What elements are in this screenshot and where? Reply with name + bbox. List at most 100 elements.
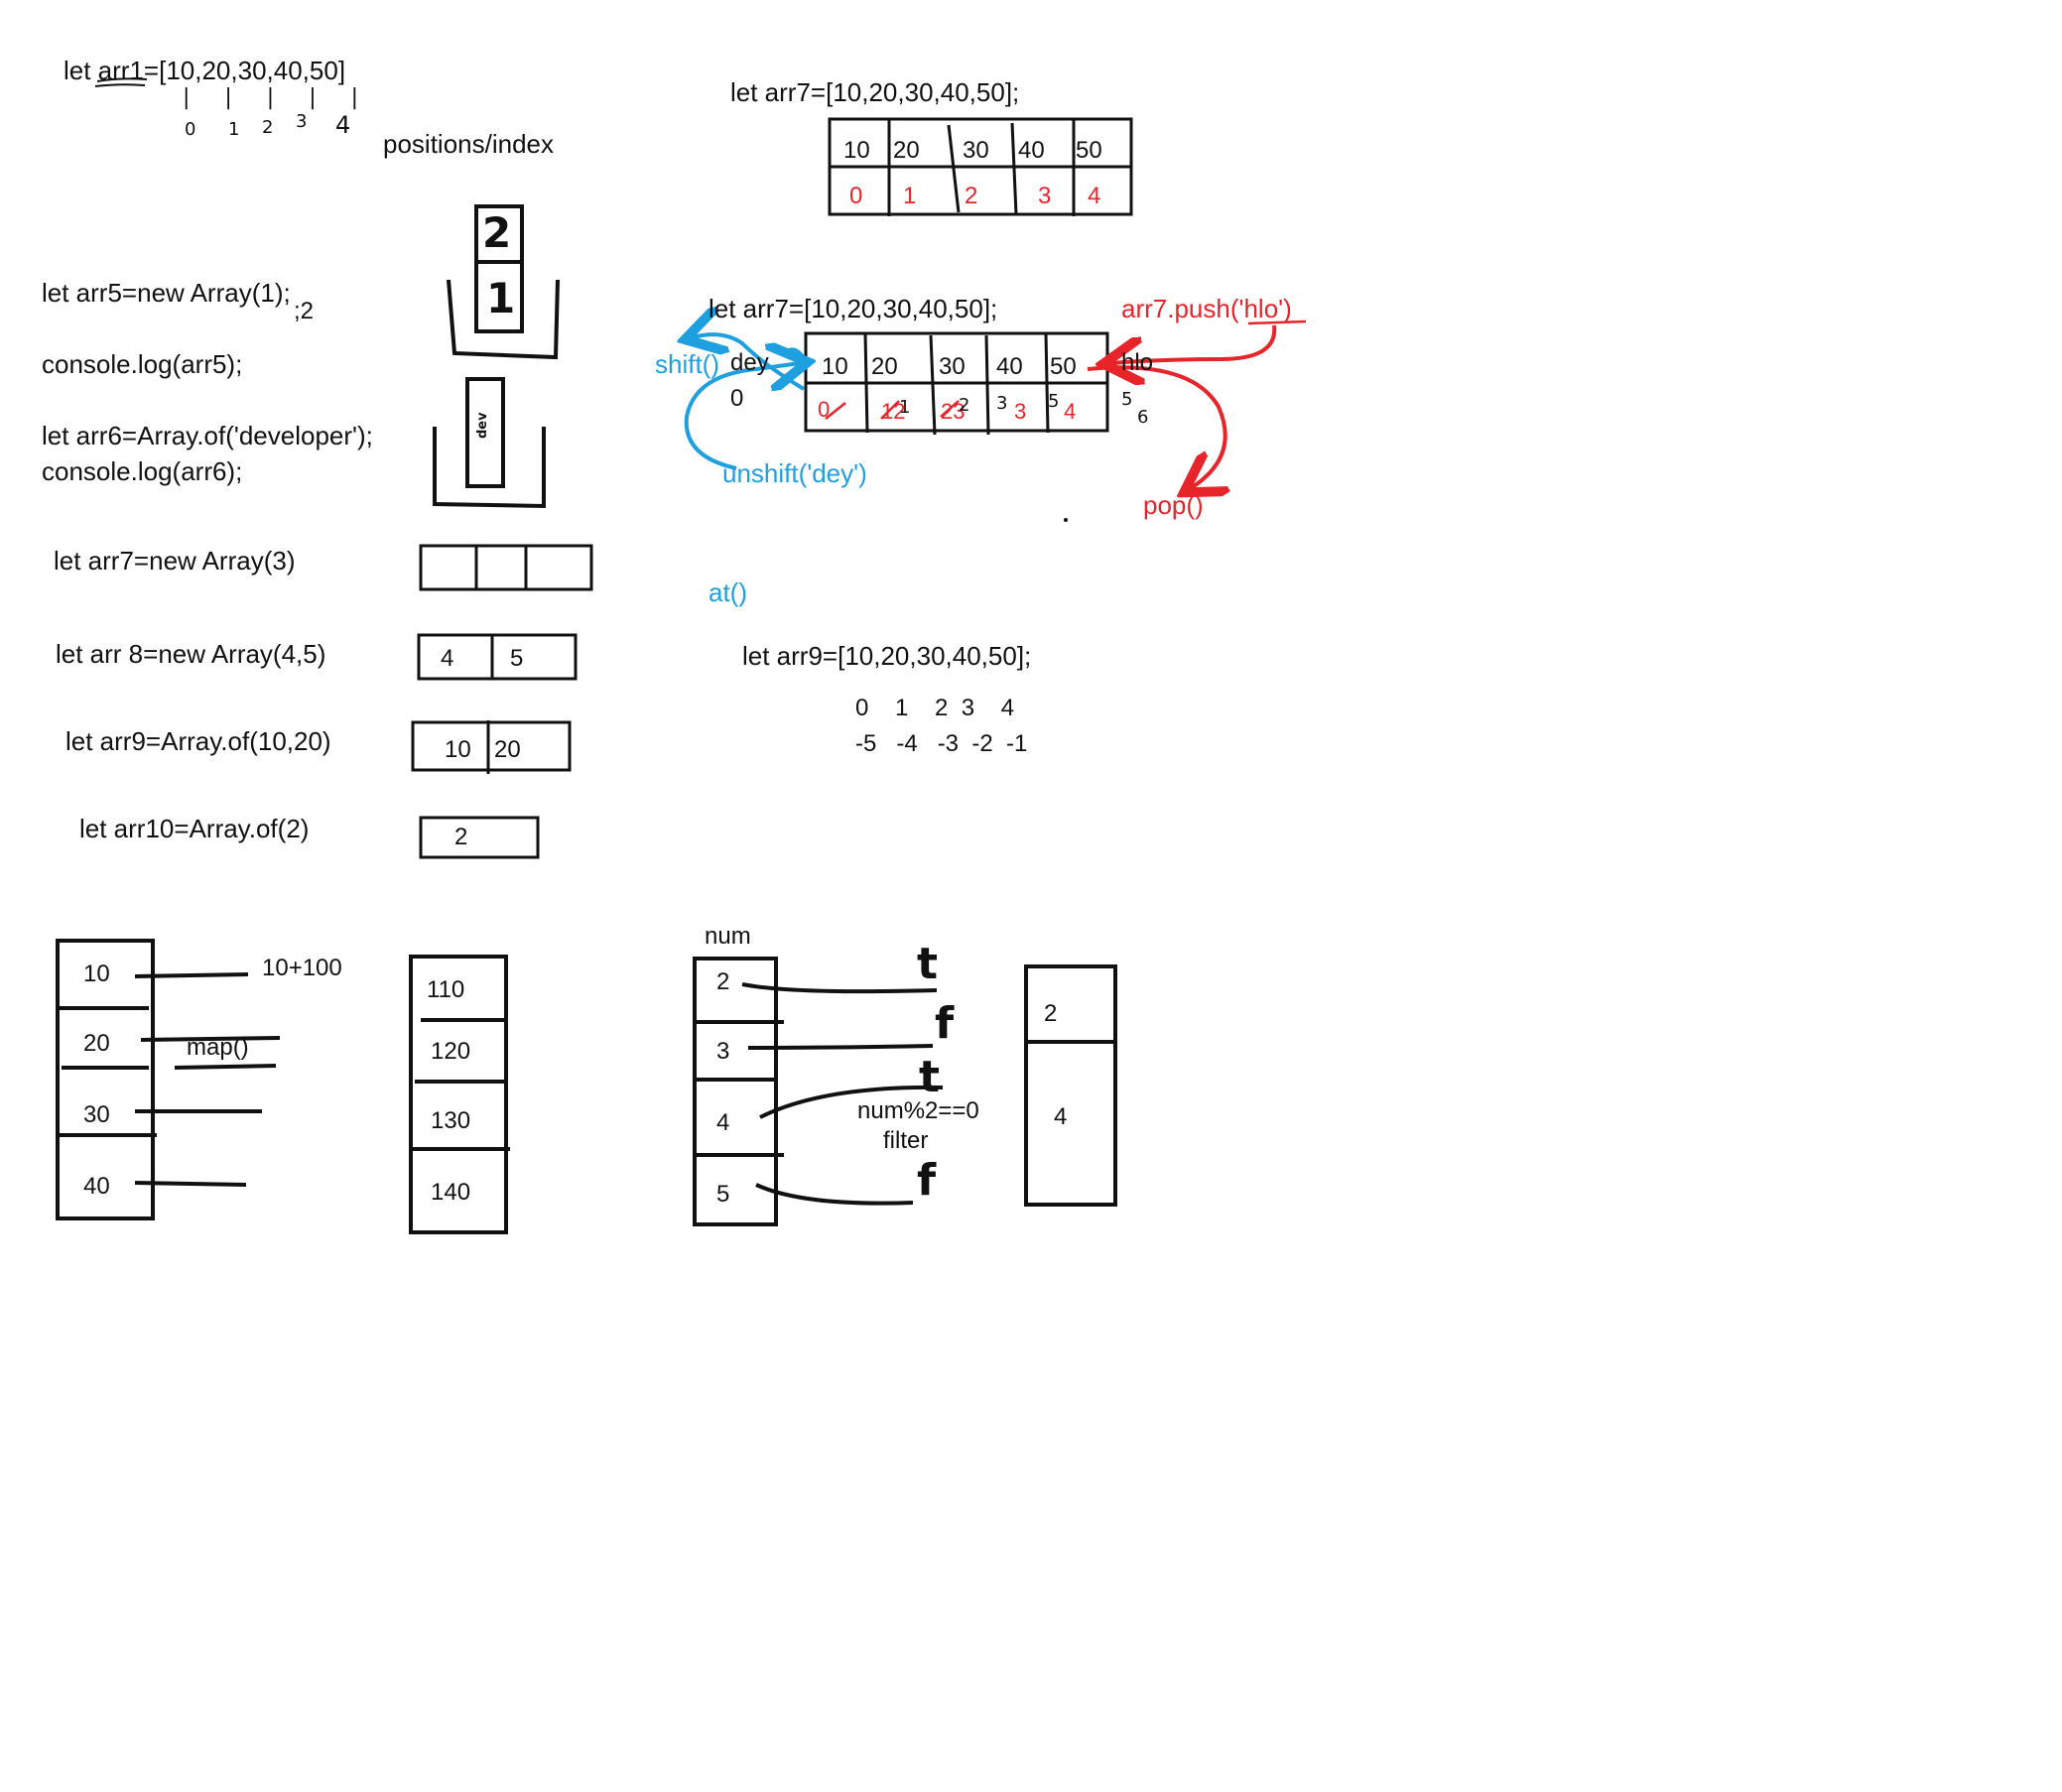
stack-bottom-value: 1 xyxy=(486,274,516,322)
top-value-3: 40 xyxy=(1018,137,1045,164)
arr8-cell-1: 5 xyxy=(510,645,524,672)
unshift-index-0: 0 xyxy=(730,385,744,412)
top-index-2: 2 xyxy=(965,183,978,209)
arr6-console-log: console.log(arr6); xyxy=(42,456,243,486)
mid-old-index-3: 3 xyxy=(996,393,1008,414)
stack-vertical-text: dev xyxy=(475,412,490,439)
arr1-index-2: 2 xyxy=(262,117,274,138)
map-method-label: map() xyxy=(187,1034,249,1061)
map-output-1: 120 xyxy=(431,1038,471,1065)
top-array-label: let arr7=[10,20,30,40,50]; xyxy=(730,77,1020,107)
top-value-0: 10 xyxy=(843,137,870,164)
filter-mark-false-5: f xyxy=(917,1155,937,1206)
arr5-declaration: let arr5=new Array(1); xyxy=(42,278,291,308)
mid-value-0: 10 xyxy=(822,353,848,380)
map-connectors xyxy=(134,972,281,1187)
mid-value-3: 40 xyxy=(996,353,1023,380)
shift-label: shift() xyxy=(655,349,719,379)
filter-output-1: 4 xyxy=(1054,1103,1068,1130)
mid-array-label: let arr7=[10,20,30,40,50]; xyxy=(709,294,998,323)
arr9-cell-1: 20 xyxy=(494,736,521,763)
mid-index-1: 12 xyxy=(881,399,906,424)
map-input-column xyxy=(56,939,157,1220)
pop-arrow xyxy=(1087,365,1225,488)
filter-mark-true-4: t xyxy=(919,1052,941,1102)
filter-input-column xyxy=(693,957,784,1226)
push-arrow xyxy=(1111,324,1277,363)
arr6-declaration: let arr6=Array.of('developer'); xyxy=(42,421,373,450)
top-value-1: 20 xyxy=(893,137,920,164)
unshifted-dey-value: dey xyxy=(730,349,769,376)
map-input-3: 40 xyxy=(83,1173,110,1200)
top-value-2: 30 xyxy=(963,137,989,164)
top-index-3: 3 xyxy=(1038,183,1052,209)
arr1-index-4: 4 xyxy=(335,111,351,139)
top-value-4: 50 xyxy=(1076,137,1102,164)
red-strikes xyxy=(825,400,960,420)
filter-output-0: 2 xyxy=(1044,1000,1058,1027)
mid-index-4: 4 xyxy=(1064,399,1077,424)
filter-method-label: filter xyxy=(883,1127,929,1154)
arr10-declaration: let arr10=Array.of(2) xyxy=(79,814,310,843)
pushed-hlo-value: hlo xyxy=(1121,349,1154,376)
mid-index-0: 0 xyxy=(818,397,831,422)
filter-condition: num%2==0 xyxy=(857,1097,979,1124)
map-formula: 10+100 xyxy=(262,955,342,981)
positions-index-label: positions/index xyxy=(383,129,554,159)
positive-indices: 0 1 2 3 4 xyxy=(855,695,1015,721)
filter-output-column xyxy=(1024,964,1117,1207)
filter-mark-false-3: f xyxy=(935,998,955,1049)
push-label: arr7.push('hlo') xyxy=(1121,294,1292,323)
push-underline xyxy=(1247,320,1307,325)
negative-indices: -5 -4 -3 -2 -1 xyxy=(855,730,1028,757)
pop-label: pop() xyxy=(1143,490,1204,520)
mid-value-2: 30 xyxy=(939,353,966,380)
unshift-label: unshift('dey') xyxy=(722,458,867,488)
top-array-grid xyxy=(828,117,1133,216)
mid-index-2: 23 xyxy=(941,399,966,424)
arr7-new-box xyxy=(419,544,593,591)
stack-drawing xyxy=(433,204,560,509)
arr9-box xyxy=(411,720,572,774)
arr10-cell-0: 2 xyxy=(454,824,468,850)
filter-input-2: 4 xyxy=(716,1109,730,1136)
arr1-index-3: 3 xyxy=(296,111,308,132)
arr9-literal-label: let arr9=[10,20,30,40,50]; xyxy=(742,641,1032,671)
filter-connectors xyxy=(741,982,944,1206)
filter-mark-true-2: t xyxy=(917,939,939,989)
mid-value-1: 20 xyxy=(871,353,898,380)
map-output-3: 140 xyxy=(431,1179,471,1206)
top-index-1: 1 xyxy=(903,183,917,209)
arr7-new-array: let arr7=new Array(3) xyxy=(54,546,296,576)
top-index-0: 0 xyxy=(849,183,863,209)
mid-value-4: 50 xyxy=(1050,353,1077,380)
after-index-6: 6 xyxy=(1137,407,1149,428)
filter-input-3: 5 xyxy=(716,1181,730,1208)
filter-input-1: 3 xyxy=(716,1038,730,1065)
shift-curl xyxy=(782,347,806,358)
mid-old-index-1: 1 xyxy=(899,397,911,418)
map-output-2: 130 xyxy=(431,1107,471,1134)
arr8-declaration: let arr 8=new Array(4,5) xyxy=(56,639,326,669)
filter-title: num xyxy=(705,923,751,950)
arr10-box xyxy=(419,816,540,859)
arr8-box xyxy=(417,633,578,681)
mid-old-index-2: 2 xyxy=(959,395,970,416)
top-index-4: 4 xyxy=(1088,183,1101,209)
arr1-index-0: 0 xyxy=(185,119,196,140)
map-input-2: 30 xyxy=(83,1101,110,1128)
map-output-0: 110 xyxy=(427,976,465,1003)
map-output-column xyxy=(409,955,510,1234)
arr1-tick-marks: | | | | | xyxy=(183,85,373,110)
arr9-cell-0: 10 xyxy=(445,736,471,763)
stack-top-value: 2 xyxy=(482,208,512,257)
arr9-array-of: let arr9=Array.of(10,20) xyxy=(65,726,331,756)
arr1-index-1: 1 xyxy=(228,119,240,140)
filter-input-0: 2 xyxy=(716,968,730,995)
mid-old-index-5: 5 xyxy=(1048,391,1060,412)
arr5-console-log: console.log(arr5); xyxy=(42,349,243,379)
map-input-0: 10 xyxy=(83,960,110,987)
stray-dot xyxy=(1064,518,1068,522)
after-index-5: 5 xyxy=(1121,389,1133,410)
